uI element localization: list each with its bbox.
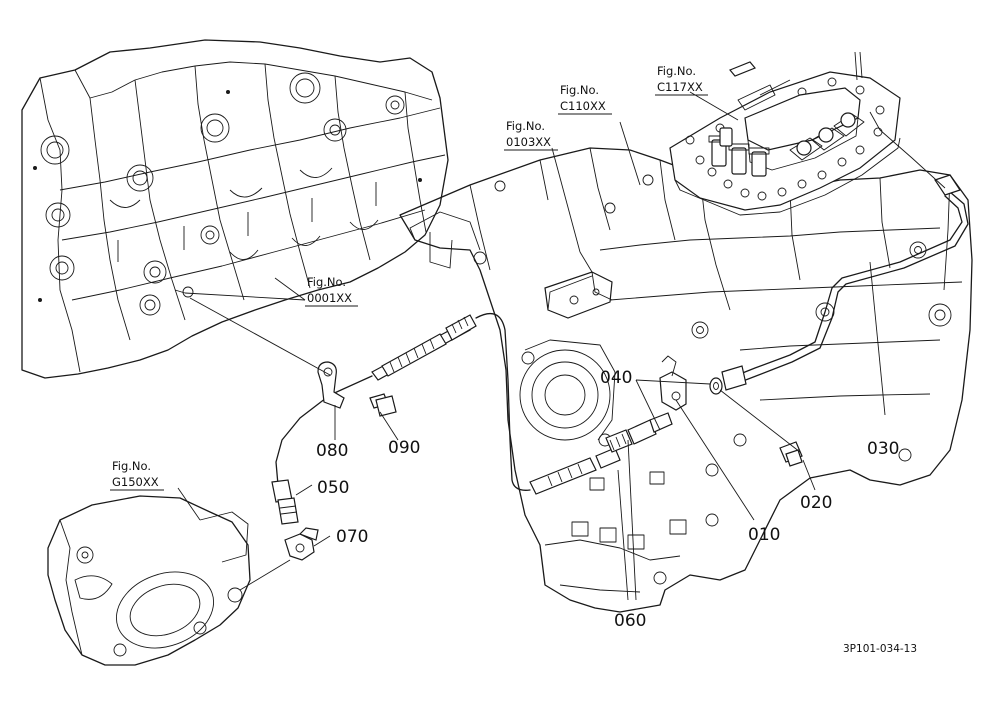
figure-ref-g150xx: Fig.No. G150XX xyxy=(110,459,164,491)
figure-ref-c110xx: Fig.No. C110XX xyxy=(558,83,612,115)
callout-070: 070 xyxy=(336,527,368,547)
fig-ref-label: Fig.No. xyxy=(112,459,151,473)
callout-040: 040 xyxy=(600,368,632,388)
fig-ref-code: C110XX xyxy=(560,99,606,113)
leader-lines xyxy=(174,91,886,601)
fig-ref-label: Fig.No. xyxy=(307,275,346,289)
callout-020: 020 xyxy=(800,493,832,513)
fig-ref-label: Fig.No. xyxy=(506,119,545,133)
callout-060: 060 xyxy=(614,611,646,631)
fig-ref-code: C117XX xyxy=(657,80,703,94)
callout-090: 090 xyxy=(388,438,420,458)
fig-ref-label: Fig.No. xyxy=(560,83,599,97)
fig-ref-code: 0001XX xyxy=(307,291,352,305)
transmission-housing-drawing xyxy=(399,115,973,613)
transmission-cover-drawing xyxy=(47,495,251,666)
fig-ref-code: 0103XX xyxy=(506,135,551,149)
figure-ref-0103xx: Fig.No. 0103XX xyxy=(504,119,558,151)
callout-030: 030 xyxy=(867,439,899,459)
figure-ref-0001xx: Fig.No. 0001XX xyxy=(305,275,358,307)
fig-ref-label: Fig.No. xyxy=(657,64,696,78)
figure-ref-c117xx: Fig.No. C117XX xyxy=(655,64,708,96)
callout-010: 010 xyxy=(748,525,780,545)
callout-080: 080 xyxy=(316,441,348,461)
drawing-code: 3P101-034-13 xyxy=(843,643,917,655)
valve-assembly-drawing xyxy=(669,51,901,216)
fig-ref-code: G150XX xyxy=(112,475,159,489)
engine-block-drawing xyxy=(21,39,449,379)
pipe-030-drawing xyxy=(721,111,969,391)
small-parts-drawing xyxy=(284,355,803,561)
cable-assembly-drawing xyxy=(271,312,621,525)
callout-050: 050 xyxy=(317,478,349,498)
